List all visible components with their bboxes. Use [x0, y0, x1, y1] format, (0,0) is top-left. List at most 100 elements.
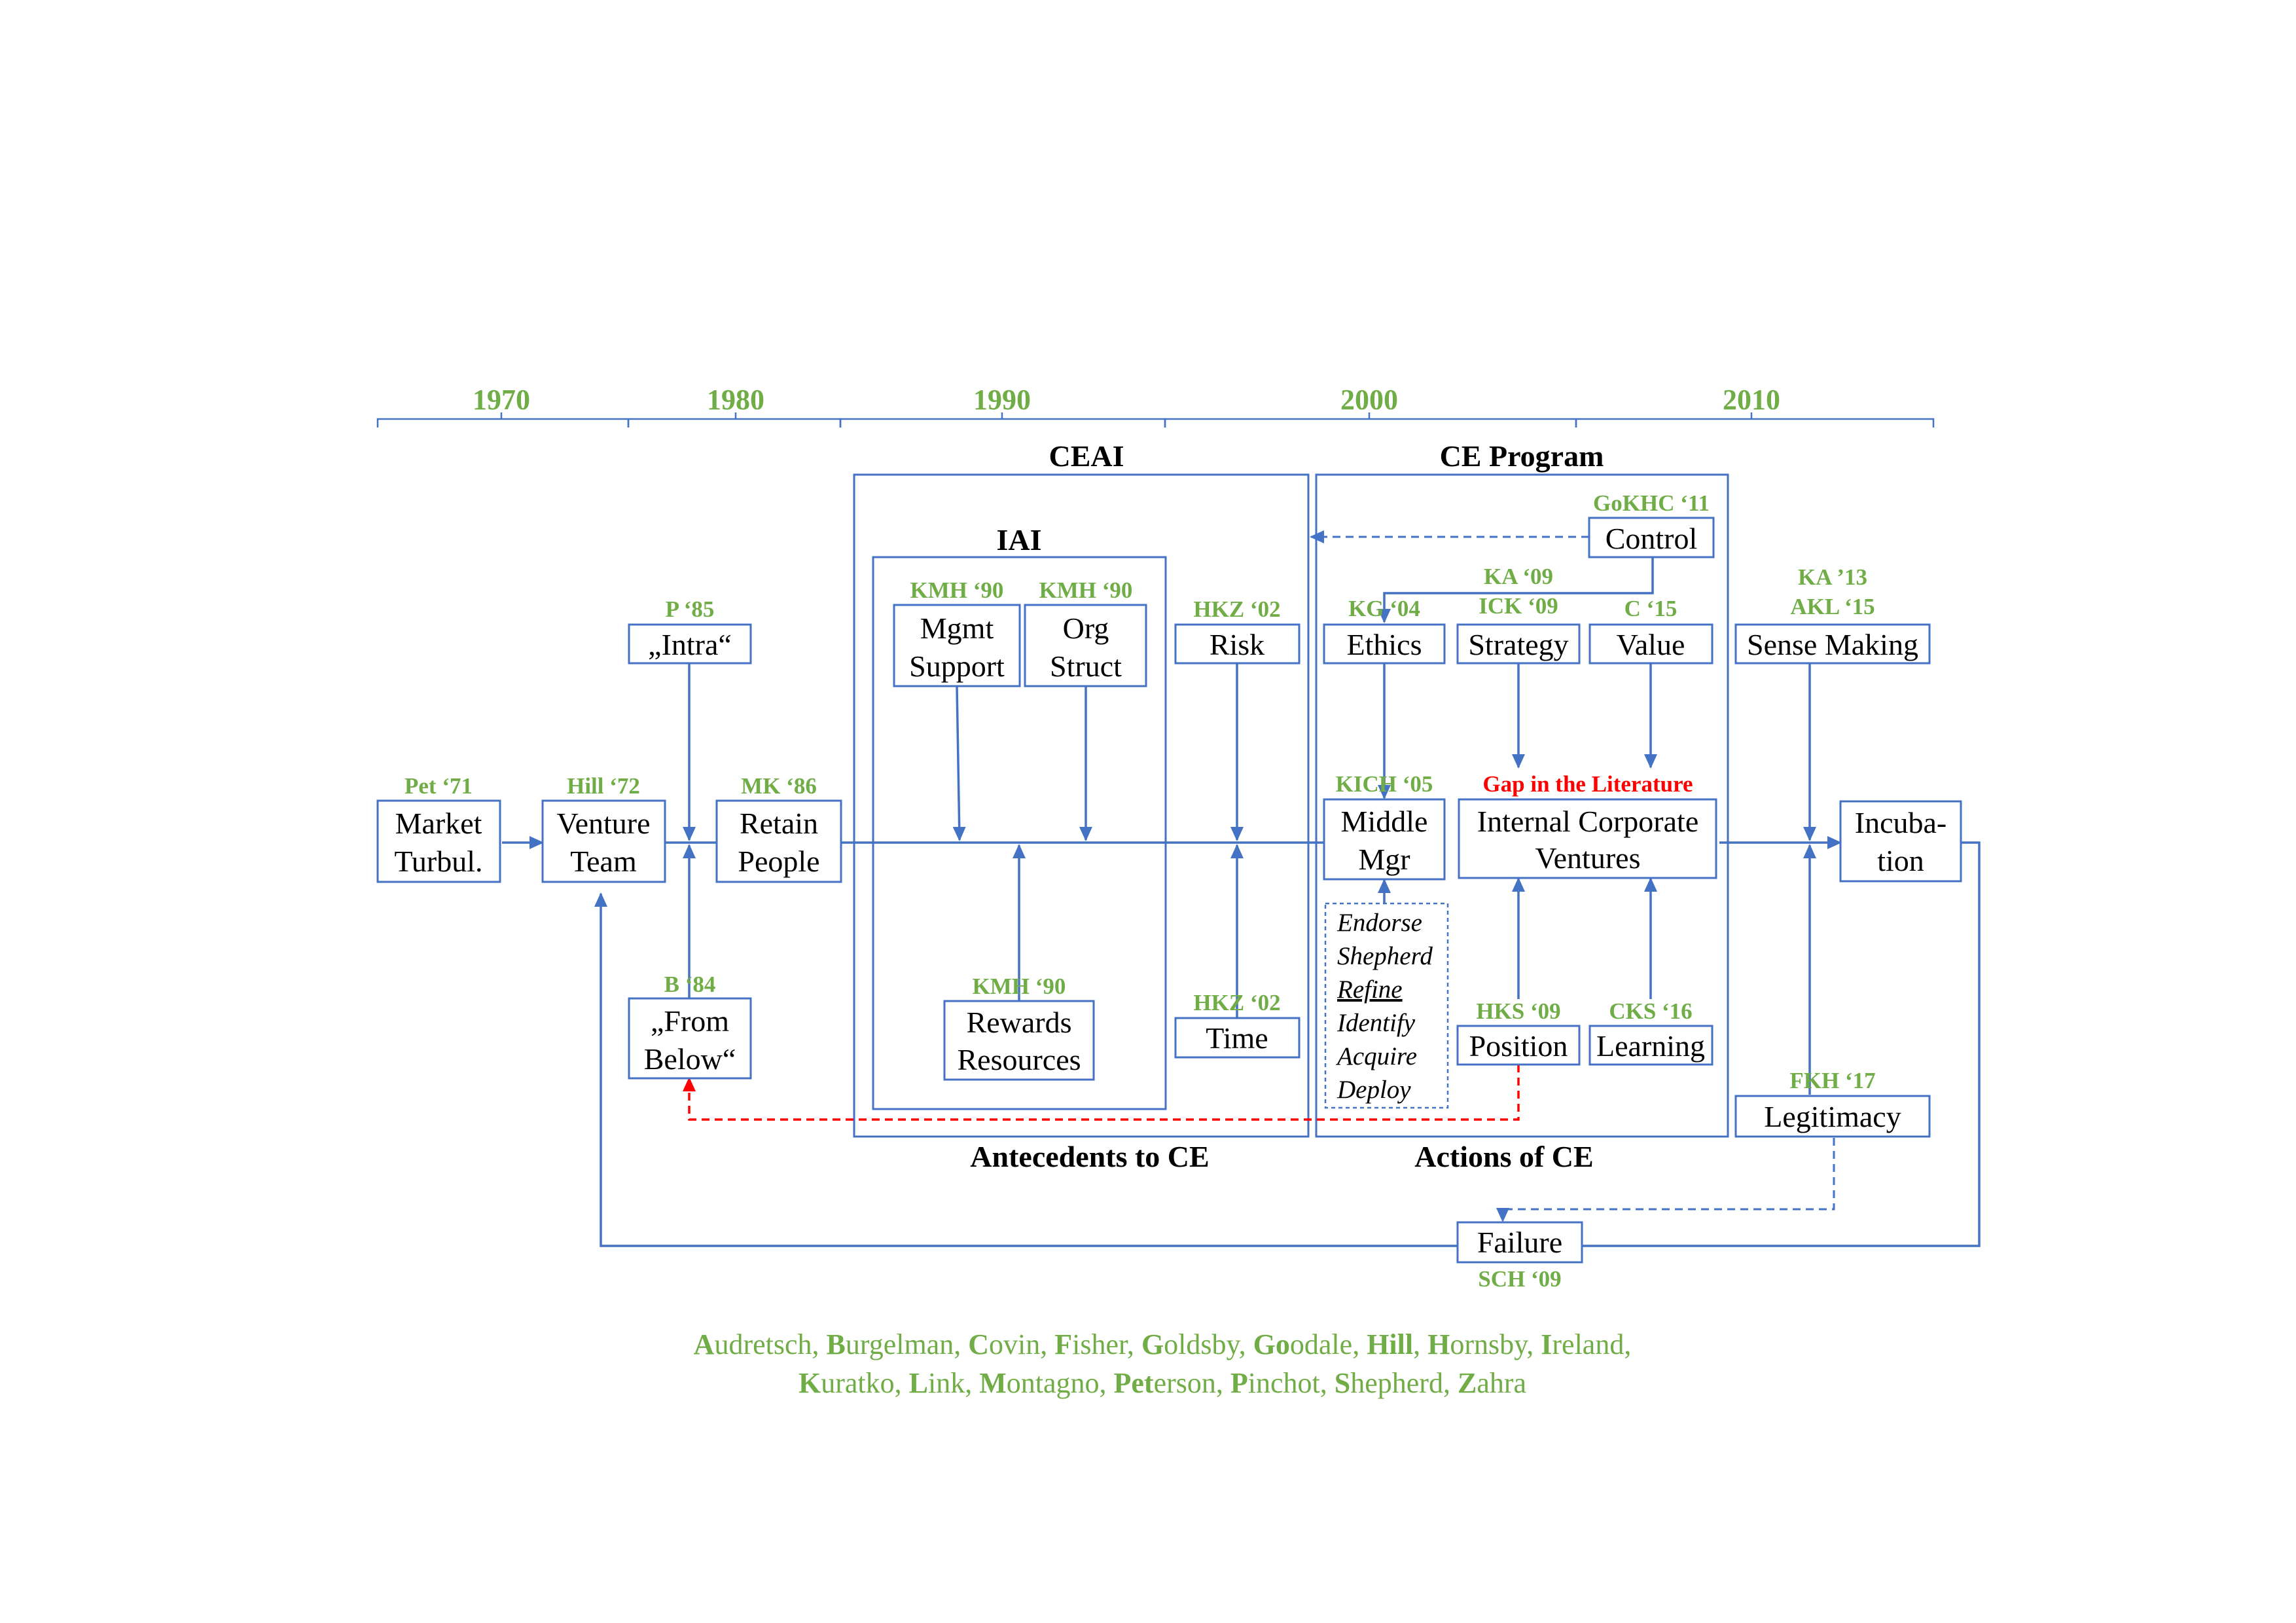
retain-label-line2: People: [738, 845, 819, 878]
intra-citation: P ‘85: [666, 596, 715, 622]
middle-label-line1: Middle: [1341, 805, 1428, 838]
author-initial: C: [968, 1328, 989, 1360]
author-initial: Pet: [1114, 1367, 1154, 1399]
ethics-citation: KG ‘04: [1348, 596, 1420, 621]
author-initial: P: [1230, 1367, 1248, 1399]
intra-box: [628, 623, 752, 665]
value-label: Value: [1617, 628, 1685, 661]
position-citation: HKS ‘09: [1476, 998, 1560, 1024]
decade-brace: [839, 412, 1166, 428]
retain-label-line1: Retain: [740, 807, 818, 840]
mgmt-support-box: [893, 604, 1021, 687]
author-initial: L: [909, 1367, 928, 1399]
failure-feedback-loop: [594, 841, 1981, 1247]
failure-box: [1456, 1221, 1583, 1264]
literature-gap-label: Gap in the Literature: [1482, 771, 1693, 797]
author-rest: hepherd,: [1350, 1367, 1458, 1399]
author-rest: urgelman,: [846, 1328, 968, 1360]
venture-label-line1: Venture: [556, 807, 650, 840]
author-rest: ,: [1413, 1328, 1427, 1360]
action-item: Acquire: [1335, 1042, 1417, 1070]
author-initial: Z: [1458, 1367, 1477, 1399]
author-rest: odale,: [1290, 1328, 1367, 1360]
internal-corporate-ventures-box: [1458, 798, 1717, 879]
sense-making-box: [1734, 623, 1931, 665]
mgmt-to-flow-arrow: [952, 685, 966, 841]
sense-making-citation-2: AKL ‘15: [1790, 594, 1874, 619]
author-initial: H: [1427, 1328, 1450, 1360]
icv-label-line1: Internal Corporate: [1477, 805, 1698, 838]
authors-line-2: Kuratko, Link, Montagno, Peterson, Pinch…: [798, 1367, 1526, 1399]
decade-label: 2010: [1723, 384, 1780, 416]
time-label: Time: [1206, 1021, 1268, 1055]
legitimacy-box: [1734, 1095, 1931, 1138]
from-below-label-line1: „From: [651, 1004, 729, 1038]
action-item: Deploy: [1336, 1076, 1411, 1104]
ethics-label: Ethics: [1347, 628, 1422, 661]
control-citation: GoKHC ‘11: [1593, 490, 1710, 516]
ce-program-heading: CE Program: [1440, 439, 1604, 473]
from-below-citation: B ‘84: [664, 972, 716, 997]
position-to-from-below-dashed-arrow: [683, 1065, 1520, 1121]
risk-label: Risk: [1210, 628, 1265, 661]
rewards-citation: KMH ‘90: [973, 974, 1066, 999]
incubation-box: [1839, 800, 1962, 883]
nodes: Market Turbul. Pet ‘71 Venture Team Hill…: [376, 490, 1962, 1292]
failure-label: Failure: [1477, 1226, 1562, 1259]
learning-citation: CKS ‘16: [1609, 998, 1692, 1024]
antecedents-heading: Antecedents to CE: [970, 1140, 1209, 1173]
control-to-ethics-arrow: [1378, 557, 1654, 623]
ceai-heading: CEAI: [1049, 439, 1124, 473]
author-initial: S: [1335, 1367, 1350, 1399]
rewards-resources-box: [943, 1000, 1095, 1081]
author-initial: M: [979, 1367, 1007, 1399]
legitimacy-label: Legitimacy: [1764, 1100, 1901, 1133]
author-initial: K: [798, 1367, 821, 1399]
value-citation: C ‘15: [1624, 596, 1677, 621]
org-label-line1: Org: [1063, 611, 1109, 645]
middle-manager-actions-box: [1324, 902, 1449, 1109]
venture-team-box: [541, 799, 666, 883]
retain-citation: MK ‘86: [741, 773, 817, 799]
author-rest: ahra: [1477, 1367, 1526, 1399]
learning-label: Learning: [1596, 1029, 1705, 1063]
mgmt-label-line2: Support: [909, 649, 1005, 683]
failure-citation: SCH ‘09: [1478, 1266, 1561, 1292]
risk-citation: HKZ ‘02: [1193, 596, 1280, 622]
market-turbulence-box: [376, 799, 501, 883]
strategy-top-citation: KA ‘09: [1484, 564, 1553, 589]
incubation-label-line1: Incuba-: [1855, 806, 1946, 839]
author-rest: ontagno,: [1007, 1367, 1114, 1399]
icv-label-line2: Ventures: [1535, 841, 1641, 875]
author-initial: A: [694, 1328, 715, 1360]
org-struct-box: [1024, 604, 1147, 687]
action-item: Shepherd: [1337, 942, 1433, 970]
strategy-box: [1456, 623, 1581, 665]
org-citation: KMH ‘90: [1039, 577, 1133, 603]
decade-label: 2000: [1340, 384, 1398, 416]
author-initial: G: [1141, 1328, 1164, 1360]
strategy-label: Strategy: [1468, 628, 1568, 661]
time-box: [1174, 1017, 1300, 1059]
author-initial: I: [1541, 1328, 1552, 1360]
strategy-citation: ICK ‘09: [1479, 593, 1558, 619]
decade-label: 1970: [473, 384, 530, 416]
market-label-line2: Turbul.: [394, 845, 482, 878]
risk-box: [1174, 623, 1300, 665]
author-rest: isher,: [1072, 1328, 1141, 1360]
mgmt-citation: KMH ‘90: [910, 577, 1004, 603]
market-citation: Pet ‘71: [404, 773, 473, 799]
iai-frame: [872, 556, 1167, 1110]
iai-heading: IAI: [996, 523, 1041, 556]
author-rest: inchot,: [1248, 1367, 1335, 1399]
author-initial: F: [1054, 1328, 1072, 1360]
author-initial: Go: [1253, 1328, 1290, 1360]
author-rest: uratko,: [821, 1367, 908, 1399]
author-rest: ovin,: [989, 1328, 1054, 1360]
sense-making-citation: KA ’13: [1798, 564, 1867, 590]
ce-program-frame: [1315, 473, 1729, 1138]
ceai-frame: [853, 473, 1310, 1138]
author-rest: reland,: [1552, 1328, 1631, 1360]
decade-brace: [1575, 412, 1935, 428]
